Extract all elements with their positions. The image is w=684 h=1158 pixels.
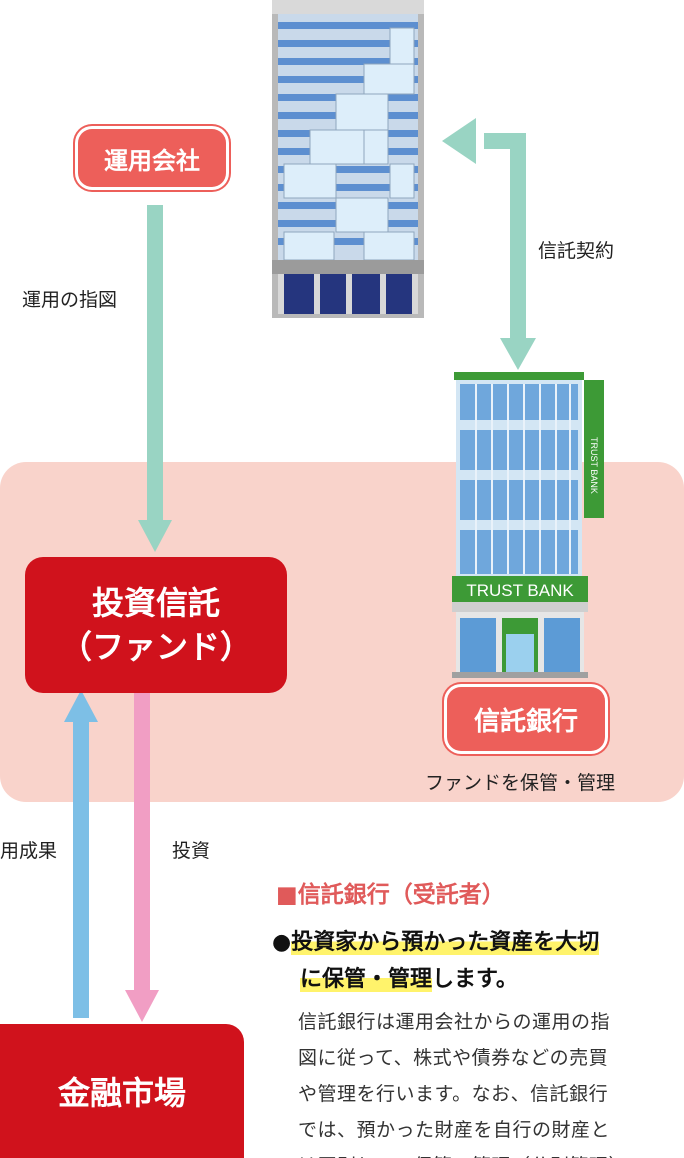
section-title: ■信託銀行（受託者）	[276, 882, 505, 908]
bullet-line2-highlight: に保管・管理	[300, 967, 433, 992]
fund-title: 投資信託	[91, 584, 220, 622]
custody-label: ファンドを保管・管理	[425, 772, 616, 794]
results-arrow	[64, 690, 98, 1018]
bullet-line1-text: 投資家から預かった資産を大切	[291, 930, 600, 955]
body-line-4: では、預かった財産を自行の財産と	[298, 1119, 611, 1141]
instruction-arrow	[138, 205, 172, 552]
body-line-2: 図に従って、株式や債券などの売買	[298, 1047, 609, 1069]
bank-sign-horizontal: TRUST BANK	[466, 581, 574, 600]
trust-contract-label: 信託契約	[538, 240, 615, 262]
instruction-label: 運用の指図	[22, 289, 118, 311]
results-label: 用成果	[0, 840, 58, 862]
fund-subtitle: （ファンド）	[59, 628, 252, 666]
body-line-3: や管理を行います。なお、信託銀行	[298, 1083, 609, 1105]
investment-arrow	[125, 693, 159, 1022]
bullet-heading-line1: ●投資家から預かった資産を大切	[272, 924, 600, 962]
financial-market-box: 金融市場	[0, 1024, 244, 1158]
bullet-heading-line2: に保管・管理します。	[300, 961, 518, 999]
office-building-icon	[272, 0, 424, 318]
fund-box: 投資信託 （ファンド）	[25, 557, 287, 693]
trust-contract-arrow	[442, 118, 536, 370]
body-line-1: 信託銀行は運用会社からの運用の指	[298, 1011, 611, 1033]
asset-manager-tag: 運用会社	[78, 129, 226, 187]
bank-sign-vertical: TRUST BANK	[589, 436, 599, 494]
section-body: 信託銀行は運用会社からの運用の指 図に従って、株式や債券などの売買 や管理を行い…	[298, 1004, 684, 1158]
bullet-line2-rest: します。	[432, 967, 518, 992]
body-line-5: は区別して、保管・管理（分別管理）	[298, 1148, 684, 1158]
investment-label: 投資	[172, 840, 211, 862]
trust-bank-building-icon	[452, 372, 604, 678]
financial-market-label: 金融市場	[57, 1074, 186, 1112]
bullet-mark: ●	[272, 930, 292, 955]
trust-bank-tag: 信託銀行	[447, 687, 605, 751]
